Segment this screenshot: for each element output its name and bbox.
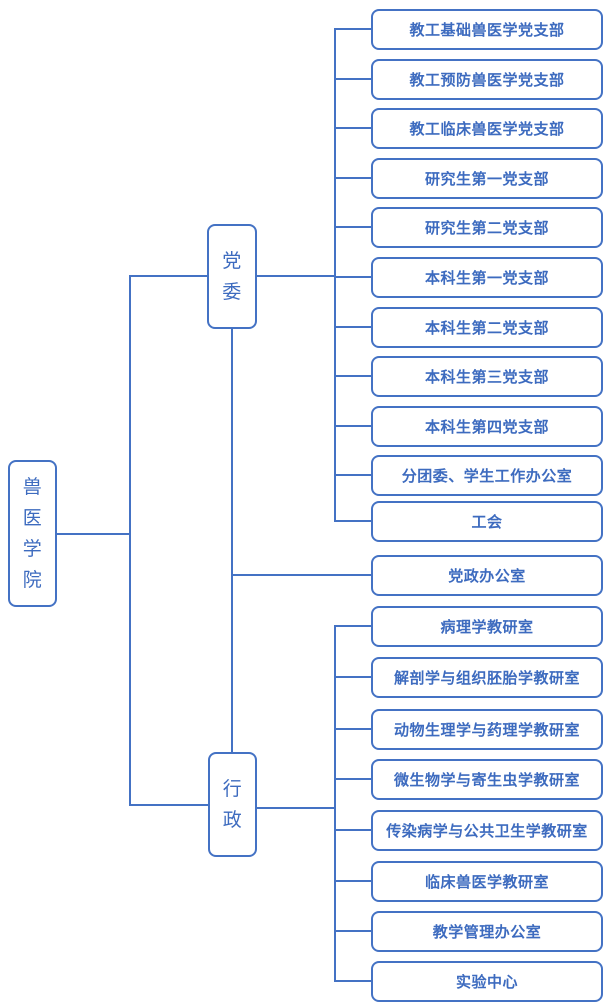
admin-out-connector [256, 807, 336, 809]
admin-child-node[interactable]: 传染病学与公共卫生学教研室 [371, 810, 603, 851]
party-child-connector [334, 425, 372, 427]
admin-child-node[interactable]: 微生物学与寄生虫学教研室 [371, 759, 603, 800]
party-child-node[interactable]: 本科生第二党支部 [371, 307, 603, 348]
admin-child-connector [334, 980, 372, 982]
party-committee-node[interactable]: 党 委 [207, 224, 257, 329]
admin-child-connector [334, 676, 372, 678]
root-char: 医 [22, 506, 43, 529]
admin-child-connector [334, 728, 372, 730]
party-child-node[interactable]: 研究生第二党支部 [371, 207, 603, 248]
party-child-node[interactable]: 研究生第一党支部 [371, 158, 603, 199]
admin-child-connector [334, 880, 372, 882]
party-in-connector [129, 275, 208, 277]
root-connector [56, 533, 131, 535]
party-child-connector [334, 226, 372, 228]
party-child-connector [334, 375, 372, 377]
party-char: 党 [222, 249, 242, 272]
party-child-node[interactable]: 教工临床兽医学党支部 [371, 108, 603, 149]
party-child-connector [334, 177, 372, 179]
admin-child-node[interactable]: 病理学教研室 [371, 606, 603, 647]
party-admin-link [231, 328, 233, 752]
party-child-connector [334, 474, 372, 476]
party-child-connector [334, 127, 372, 129]
root-char: 学 [22, 537, 43, 560]
root-node[interactable]: 兽 医 学 院 [8, 460, 57, 607]
administration-node[interactable]: 行 政 [208, 752, 257, 857]
admin-child-node[interactable]: 教学管理办公室 [371, 911, 603, 952]
party-child-node[interactable]: 教工预防兽医学党支部 [371, 59, 603, 100]
party-child-node[interactable]: 工会 [371, 501, 603, 542]
party-child-node[interactable]: 教工基础兽医学党支部 [371, 9, 603, 50]
admin-child-node[interactable]: 实验中心 [371, 961, 603, 1002]
root-char: 院 [22, 568, 43, 591]
admin-char: 行 [222, 777, 243, 800]
admin-children-spine [334, 625, 336, 981]
admin-char: 政 [222, 808, 243, 831]
party-child-node[interactable]: 本科生第四党支部 [371, 406, 603, 447]
admin-child-node[interactable]: 解剖学与组织胚胎学教研室 [371, 657, 603, 698]
office-connector [231, 574, 372, 576]
admin-child-connector [334, 778, 372, 780]
party-child-connector [334, 326, 372, 328]
left-spine [129, 275, 131, 806]
party-child-connector [334, 28, 372, 30]
admin-in-connector [129, 804, 209, 806]
party-admin-office-node[interactable]: 党政办公室 [371, 555, 603, 596]
admin-child-connector [334, 930, 372, 932]
admin-child-node[interactable]: 动物生理学与药理学教研室 [371, 709, 603, 750]
party-child-connector [334, 520, 372, 522]
party-child-node[interactable]: 本科生第一党支部 [371, 257, 603, 298]
admin-child-connector [334, 625, 372, 627]
party-child-connector [334, 276, 372, 278]
party-child-connector [334, 78, 372, 80]
root-char: 兽 [22, 475, 43, 498]
party-char: 委 [222, 280, 242, 303]
admin-child-connector [334, 829, 372, 831]
party-out-connector [256, 275, 336, 277]
party-children-spine [334, 28, 336, 521]
party-child-node[interactable]: 分团委、学生工作办公室 [371, 455, 603, 496]
admin-child-node[interactable]: 临床兽医学教研室 [371, 861, 603, 902]
party-child-node[interactable]: 本科生第三党支部 [371, 356, 603, 397]
